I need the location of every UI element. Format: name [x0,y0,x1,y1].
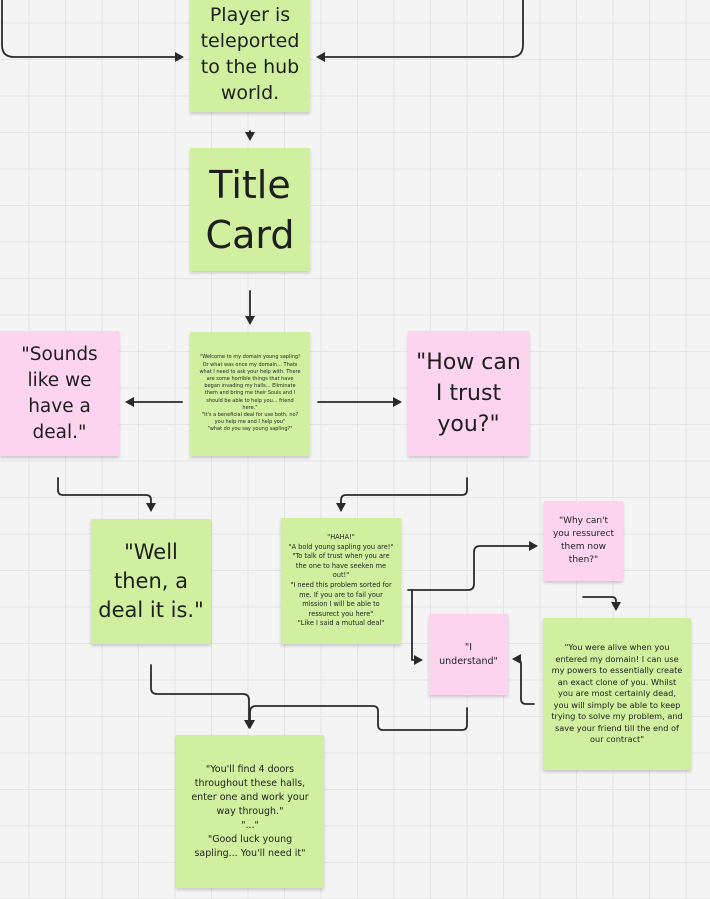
connector-sounds-to-well[interactable] [57,477,156,512]
sticky-note-well-then-deal[interactable]: "Well then, a deal it is." [91,519,211,644]
sticky-note-title-card[interactable]: Title Card [190,148,310,271]
sticky-note-haha-response[interactable]: "HAHA!" "A bold young sapling you are!" … [281,518,401,644]
connector-alive-to-understand[interactable] [512,654,535,705]
sticky-note-i-understand[interactable]: "I understand" [429,614,508,695]
sticky-note-welcome-speech[interactable]: "Welcome to my domain young sapling! Or … [190,332,310,456]
connector-left-to-hub[interactable] [1,0,184,62]
connector-haha-to-why[interactable] [407,541,538,591]
sticky-note-sounds-like-deal[interactable]: "Sounds like we have a deal." [0,331,119,456]
connector-howcan-to-haha[interactable] [336,477,468,512]
connector-right-to-hub[interactable] [316,0,524,62]
connector-understand-to-doors[interactable] [245,705,468,731]
sticky-note-four-doors[interactable]: "You'll find 4 doors throughout these ha… [176,735,324,888]
sticky-note-hub-world[interactable]: Player is teleported to the hub world. [190,0,310,112]
connector-why-to-alive[interactable] [582,596,621,611]
sticky-note-you-were-alive[interactable]: "You were alive when you entered my doma… [543,618,691,770]
connector-well-to-doors[interactable] [150,664,254,729]
connector-haha-to-understand[interactable] [411,589,423,665]
sticky-note-how-can-i-trust-you[interactable]: "How can I trust you?" [408,331,529,456]
sticky-note-why-cant-resurrect[interactable]: "Why can't you ressurect them now then?" [544,501,623,581]
